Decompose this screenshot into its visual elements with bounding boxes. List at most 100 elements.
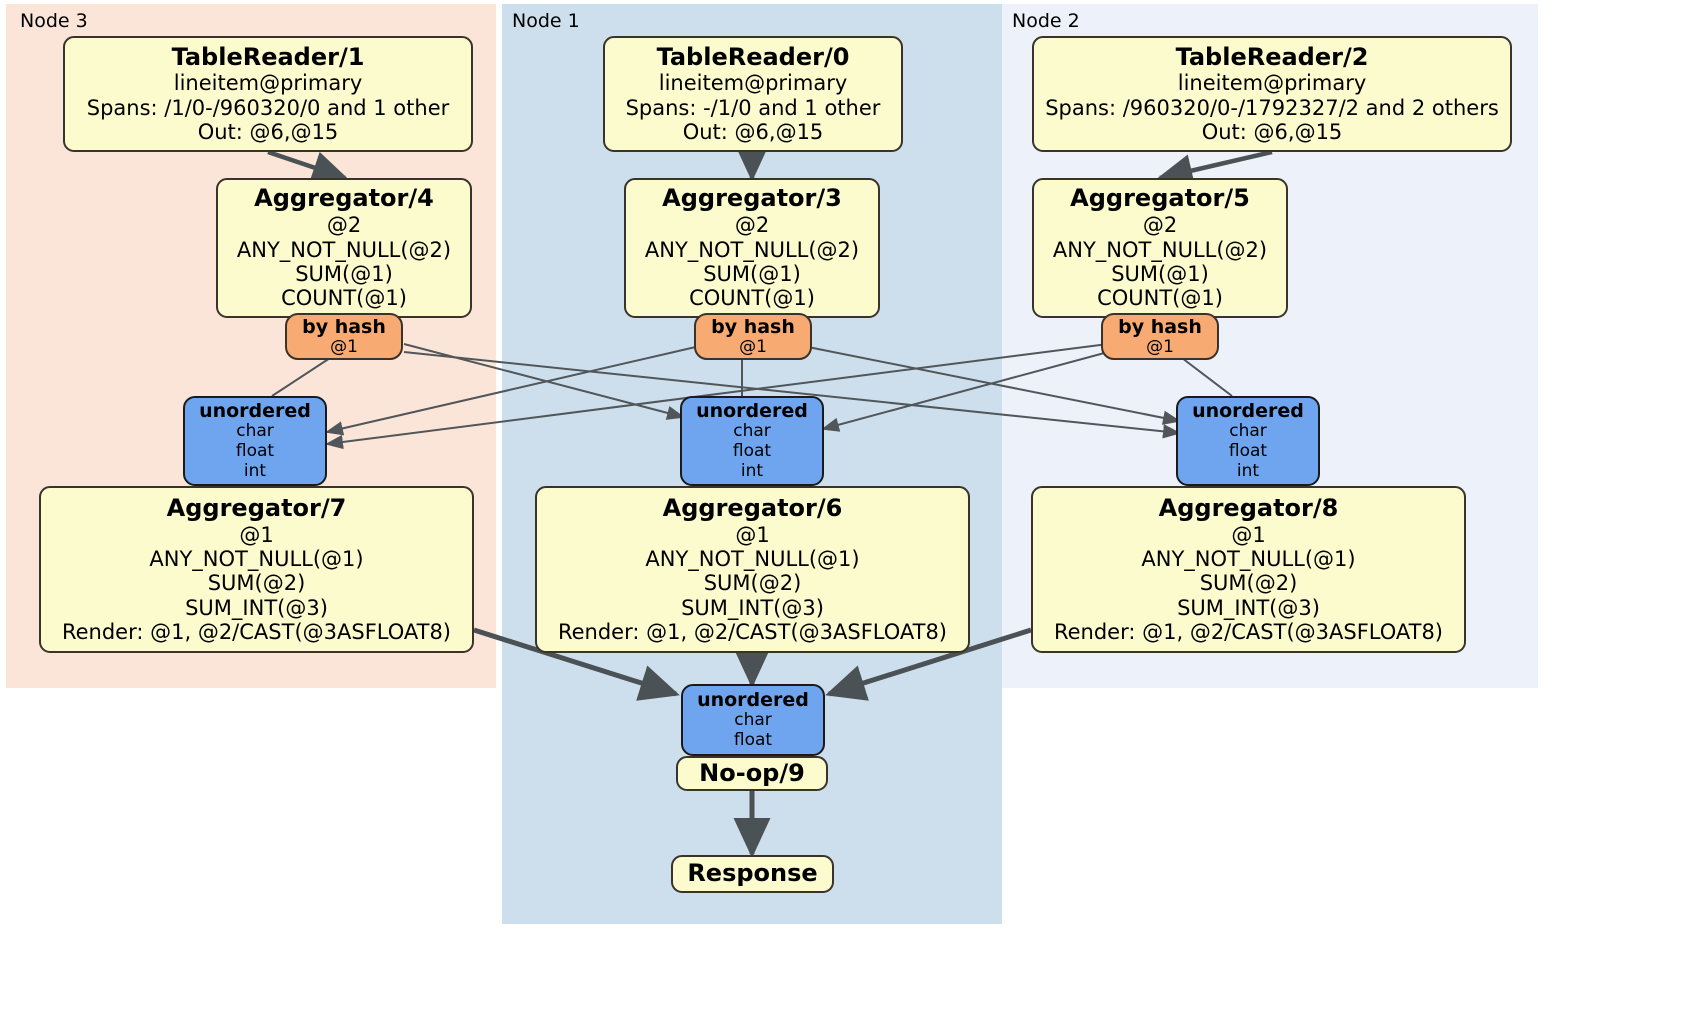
aggregator-8-title: Aggregator/8 (1158, 493, 1339, 522)
aggregator-8-line-4: Render: @1, @2/CAST(@3ASFLOAT8) (1053, 619, 1444, 644)
aggregator-7-line-2: SUM(@2) (207, 571, 306, 596)
processor-table-reader-2[interactable]: TableReader/2 lineitem@primary Spans: /9… (1032, 36, 1512, 152)
table-reader-1-line-0: lineitem@primary (173, 71, 363, 96)
edge-hashR-unorderedR (1181, 357, 1233, 397)
aggregator-8-line-3: SUM_INT(@3) (1177, 595, 1320, 620)
table-reader-0-line-2: Out: @6,@15 (682, 120, 824, 145)
stream-unordered-left[interactable]: unordered char float int (183, 396, 327, 486)
stream-unordered-left-type-0: char (236, 421, 274, 442)
edge-hashL-unorderedC (403, 343, 685, 420)
stream-unordered-left-type-1: float (235, 441, 275, 462)
stream-unordered-right-type-1: float (1228, 441, 1268, 462)
processor-aggregator-5[interactable]: Aggregator/5 @2 ANY_NOT_NULL(@2) SUM(@1)… (1032, 178, 1288, 318)
aggregator-4-line-0: @2 (326, 213, 362, 238)
table-reader-2-line-0: lineitem@primary (1177, 71, 1367, 96)
aggregator-5-title: Aggregator/5 (1070, 184, 1250, 213)
aggregator-6-title: Aggregator/6 (662, 493, 843, 522)
processor-aggregator-3[interactable]: Aggregator/3 @2 ANY_NOT_NULL(@2) SUM(@1)… (624, 178, 880, 318)
aggregator-8-line-1: ANY_NOT_NULL(@1) (1141, 546, 1356, 571)
aggregator-3-line-2: SUM(@1) (703, 261, 801, 286)
table-reader-2-line-1: Spans: /960320/0-/1792327/2 and 2 others (1045, 95, 1499, 120)
region-label-node-3: Node 3 (20, 10, 88, 32)
edge-tr1-agg4 (267, 149, 349, 184)
aggregator-7-line-1: ANY_NOT_NULL(@1) (149, 546, 364, 571)
processor-aggregator-8[interactable]: Aggregator/8 @1 ANY_NOT_NULL(@1) SUM(@2)… (1031, 486, 1466, 653)
aggregator-7-title: Aggregator/7 (166, 493, 347, 522)
stream-unordered-final-type-0: char (734, 710, 772, 731)
aggregator-4-line-1: ANY_NOT_NULL(@2) (236, 237, 452, 262)
edge-hashL-unorderedL (271, 357, 331, 397)
aggregator-5-line-1: ANY_NOT_NULL(@2) (1052, 237, 1268, 262)
stream-unordered-right-type-2: int (1236, 460, 1260, 481)
edge-hashC-unorderedL (325, 345, 701, 436)
table-reader-1-line-2: Out: @6,@15 (197, 120, 339, 145)
region-label-node-2: Node 2 (1012, 10, 1080, 32)
processor-aggregator-4[interactable]: Aggregator/4 @2 ANY_NOT_NULL(@2) SUM(@1)… (216, 178, 472, 318)
router-by-hash-center[interactable]: by hash @1 (694, 313, 812, 360)
stream-unordered-final-type-1: float (733, 730, 773, 751)
aggregator-6-line-3: SUM_INT(@3) (681, 595, 824, 620)
table-reader-1-title: TableReader/1 (171, 42, 365, 71)
edge-hashL-unorderedR (403, 351, 1181, 439)
aggregator-3-title: Aggregator/3 (662, 184, 842, 213)
aggregator-4-line-2: SUM(@1) (295, 261, 393, 286)
stream-unordered-right[interactable]: unordered char float int (1176, 396, 1320, 486)
aggregator-6-line-1: ANY_NOT_NULL(@1) (645, 546, 860, 571)
router-by-hash-left-title: by hash (302, 315, 386, 338)
stream-unordered-right-type-0: char (1229, 421, 1267, 442)
edge-agg7-final (473, 627, 680, 701)
aggregator-6-line-0: @1 (735, 522, 770, 547)
stream-unordered-final-title: unordered (697, 689, 809, 712)
router-by-hash-center-detail: @1 (739, 336, 767, 357)
aggregator-7-line-4: Render: @1, @2/CAST(@3ASFLOAT8) (61, 619, 452, 644)
stream-unordered-center-title: unordered (696, 400, 808, 423)
router-by-hash-right-title: by hash (1118, 315, 1202, 338)
aggregator-7-line-0: @1 (239, 522, 274, 547)
stream-unordered-right-title: unordered (1192, 400, 1304, 423)
processor-table-reader-0[interactable]: TableReader/0 lineitem@primary Spans: -/… (603, 36, 903, 152)
processor-aggregator-7[interactable]: Aggregator/7 @1 ANY_NOT_NULL(@1) SUM(@2)… (39, 486, 474, 653)
stream-unordered-center-type-1: float (732, 441, 772, 462)
router-by-hash-right[interactable]: by hash @1 (1101, 313, 1219, 360)
aggregator-8-line-2: SUM(@2) (1199, 571, 1298, 596)
stream-unordered-left-title: unordered (199, 400, 311, 423)
stream-unordered-left-type-2: int (243, 460, 267, 481)
aggregator-3-line-3: COUNT(@1) (689, 286, 815, 311)
table-reader-0-line-0: lineitem@primary (658, 71, 848, 96)
router-by-hash-center-title: by hash (711, 315, 795, 338)
response-title: Response (687, 859, 818, 888)
aggregator-4-line-3: COUNT(@1) (281, 286, 407, 311)
table-reader-2-title: TableReader/2 (1175, 42, 1369, 71)
aggregator-5-line-2: SUM(@1) (1111, 261, 1209, 286)
router-by-hash-right-detail: @1 (1146, 336, 1174, 357)
aggregator-3-line-0: @2 (734, 213, 770, 238)
processor-response[interactable]: Response (671, 855, 834, 893)
table-reader-2-line-2: Out: @6,@15 (1201, 120, 1343, 145)
edge-hashR-unorderedC (821, 351, 1109, 432)
aggregator-5-line-0: @2 (1142, 213, 1178, 238)
router-by-hash-left-detail: @1 (330, 336, 358, 357)
edge-tr2-agg5 (1156, 149, 1273, 187)
region-label-node-1: Node 1 (512, 10, 580, 32)
aggregator-6-line-2: SUM(@2) (703, 571, 802, 596)
stream-unordered-center[interactable]: unordered char float int (680, 396, 824, 486)
aggregator-4-title: Aggregator/4 (254, 184, 434, 213)
table-reader-1-line-1: Spans: /1/0-/960320/0 and 1 other (86, 95, 450, 120)
processor-no-op-9[interactable]: No-op/9 (676, 756, 828, 791)
aggregator-5-line-3: COUNT(@1) (1097, 286, 1223, 311)
aggregator-7-line-3: SUM_INT(@3) (185, 595, 328, 620)
no-op-9-title: No-op/9 (699, 758, 805, 787)
aggregator-3-line-1: ANY_NOT_NULL(@2) (644, 237, 860, 262)
table-reader-0-title: TableReader/0 (656, 42, 850, 71)
table-reader-0-line-1: Spans: -/1/0 and 1 other (625, 95, 881, 120)
processor-table-reader-1[interactable]: TableReader/1 lineitem@primary Spans: /1… (63, 36, 473, 152)
aggregator-8-line-0: @1 (1231, 522, 1266, 547)
edge-hashR-unorderedL (325, 343, 1109, 450)
stream-unordered-final[interactable]: unordered char float (681, 684, 825, 756)
stream-unordered-center-type-2: int (740, 460, 764, 481)
aggregator-6-line-4: Render: @1, @2/CAST(@3ASFLOAT8) (557, 619, 948, 644)
router-by-hash-left[interactable]: by hash @1 (285, 313, 403, 360)
processor-aggregator-6[interactable]: Aggregator/6 @1 ANY_NOT_NULL(@1) SUM(@2)… (535, 486, 970, 653)
